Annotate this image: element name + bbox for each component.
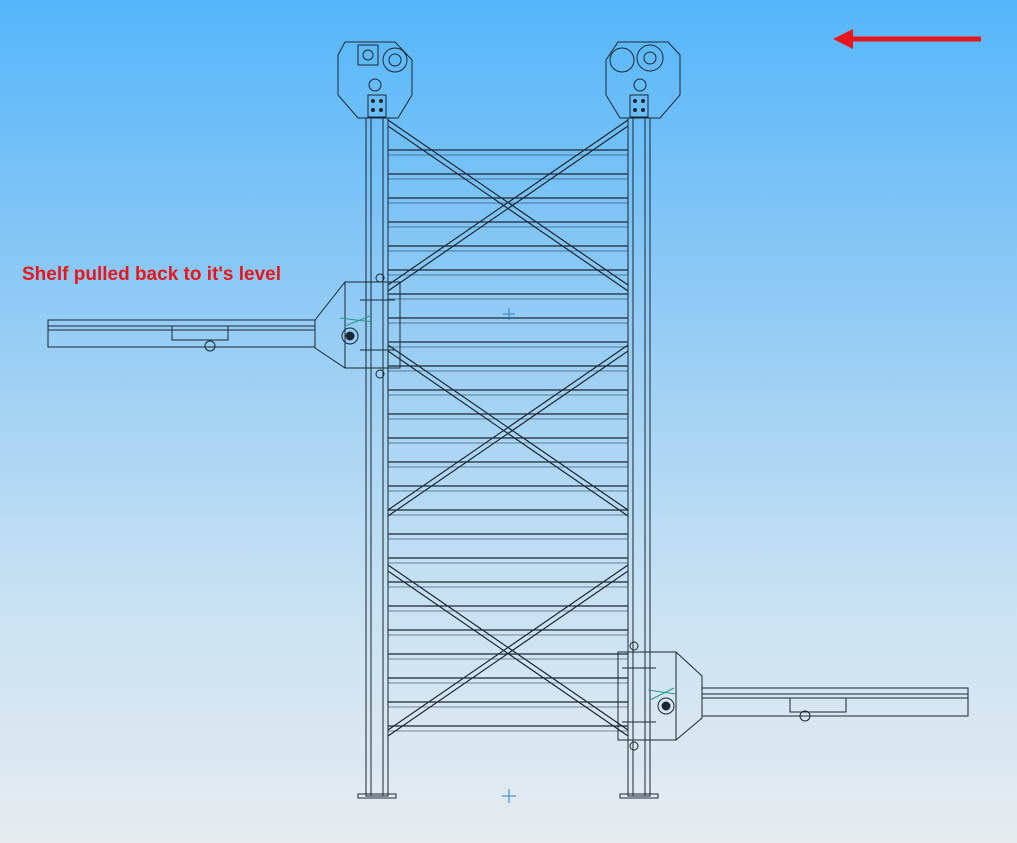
left-arrow-icon xyxy=(833,29,981,49)
annotation-text: Shelf pulled back to it's level xyxy=(22,264,281,285)
left-carriage xyxy=(314,273,401,379)
crosshair-marker xyxy=(502,308,516,803)
right-column xyxy=(619,117,659,799)
right-shelf-arm xyxy=(701,687,969,722)
left-column xyxy=(357,117,397,799)
top-left-drive-head xyxy=(337,41,413,119)
left-shelf-arm xyxy=(47,319,316,352)
top-right-drive-head xyxy=(605,41,681,119)
right-carriage xyxy=(617,641,703,751)
cross-braces xyxy=(387,119,629,737)
shelf-slats xyxy=(388,149,628,732)
